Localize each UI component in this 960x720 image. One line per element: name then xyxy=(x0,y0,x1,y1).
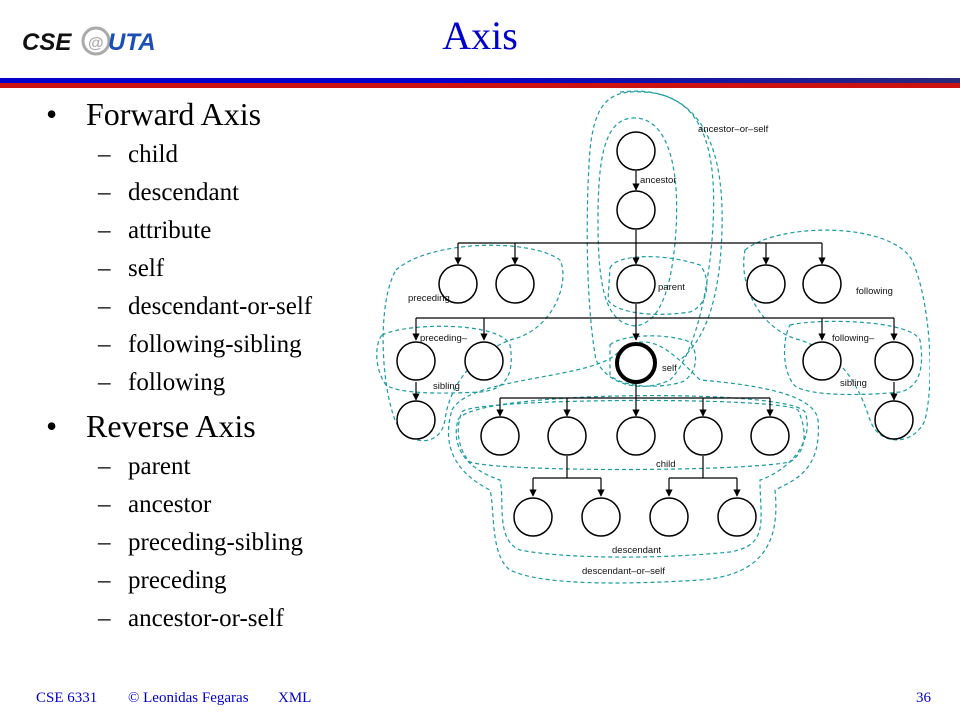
node-self xyxy=(615,342,657,384)
footer-page-number: 36 xyxy=(916,690,931,706)
axis-regions xyxy=(376,90,930,584)
following-sibling-region xyxy=(783,320,923,396)
node-grandchild-4 xyxy=(717,497,757,537)
node-grandchild-3 xyxy=(649,497,689,537)
svg-text:CSE: CSE xyxy=(22,29,72,56)
label-child: child xyxy=(656,459,676,470)
label-preceding: preceding xyxy=(408,293,450,304)
node-grandparent xyxy=(616,190,656,230)
node-following-sibling-b xyxy=(874,341,914,381)
node-l1-a xyxy=(438,264,478,304)
forward-item: –child xyxy=(98,141,178,168)
label-ancestor: ancestor xyxy=(640,175,676,186)
preceding-sibling-region xyxy=(376,325,512,394)
ancestor-region xyxy=(597,117,678,327)
label-self: self xyxy=(662,363,677,374)
node-parent xyxy=(616,264,656,304)
descendant-region xyxy=(455,394,808,558)
forward-axis-heading: •Forward Axis xyxy=(46,96,262,132)
node-child-2 xyxy=(547,416,587,456)
footer-course: CSE 6331 xyxy=(36,690,98,706)
ancestor-or-self-outer xyxy=(619,90,723,361)
forward-item: –attribute xyxy=(98,217,212,244)
node-child-5 xyxy=(750,416,790,456)
node-child-3 xyxy=(616,416,656,456)
label-following-sibling-1: following– xyxy=(832,333,875,344)
tree-edges xyxy=(412,171,898,497)
node-preceding-sibling-a xyxy=(396,341,436,381)
node-l1-e xyxy=(802,264,842,304)
node-child-4 xyxy=(683,416,723,456)
reverse-item: –ancestor-or-self xyxy=(98,605,284,632)
label-descendant: descendant xyxy=(612,545,661,556)
following-region xyxy=(743,229,930,441)
tree-nodes xyxy=(396,131,914,537)
cse-uta-logo: CSE @ UTA xyxy=(22,26,154,56)
reverse-item: –preceding-sibling xyxy=(98,529,303,556)
footer-author: © Leonidas Fegaras xyxy=(128,690,249,706)
reverse-axis-heading: •Reverse Axis xyxy=(46,408,256,444)
forward-item: –self xyxy=(98,255,165,282)
footer-topic: XML xyxy=(278,690,312,706)
label-following: following xyxy=(856,286,893,297)
node-following-child xyxy=(874,400,914,440)
forward-item: –descendant-or-self xyxy=(98,293,313,320)
self-region xyxy=(609,335,697,387)
reverse-item: –ancestor xyxy=(98,491,212,518)
label-descendant-or-self: descendant–or–self xyxy=(582,566,665,577)
axis-bullet-list: •Forward Axis –child –descendant –attrib… xyxy=(46,90,386,638)
label-preceding-sibling-2: sibling xyxy=(433,381,460,392)
axis-tree-diagram: ancestor–or–self ancestor parent self pr… xyxy=(376,90,930,584)
node-preceding-child xyxy=(396,400,436,440)
label-following-sibling-2: sibling xyxy=(840,378,867,389)
title-rule-red xyxy=(0,83,960,88)
label-preceding-sibling-1: preceding– xyxy=(420,333,468,344)
node-child-1 xyxy=(480,416,520,456)
label-ancestor-or-self: ancestor–or–self xyxy=(698,124,769,135)
forward-item: –following xyxy=(98,369,226,396)
svg-text:@: @ xyxy=(88,35,104,52)
reverse-item: –parent xyxy=(98,453,191,480)
parent-region xyxy=(607,256,708,315)
node-grandchild-1 xyxy=(513,497,553,537)
svg-text:UTA: UTA xyxy=(108,29,154,56)
title-rule-blue xyxy=(0,78,960,83)
page-title: Axis xyxy=(442,13,518,58)
node-grandchild-2 xyxy=(581,497,621,537)
node-preceding-sibling-b xyxy=(464,341,504,381)
node-following-sibling-a xyxy=(802,341,842,381)
reverse-item: –preceding xyxy=(98,567,227,594)
forward-item: –following-sibling xyxy=(98,331,302,358)
node-l1-d xyxy=(746,264,786,304)
node-l1-b xyxy=(495,264,535,304)
ancestor-or-self-region xyxy=(586,91,715,387)
forward-item: –descendant xyxy=(98,179,240,206)
node-root xyxy=(616,131,656,171)
label-parent: parent xyxy=(658,282,685,293)
